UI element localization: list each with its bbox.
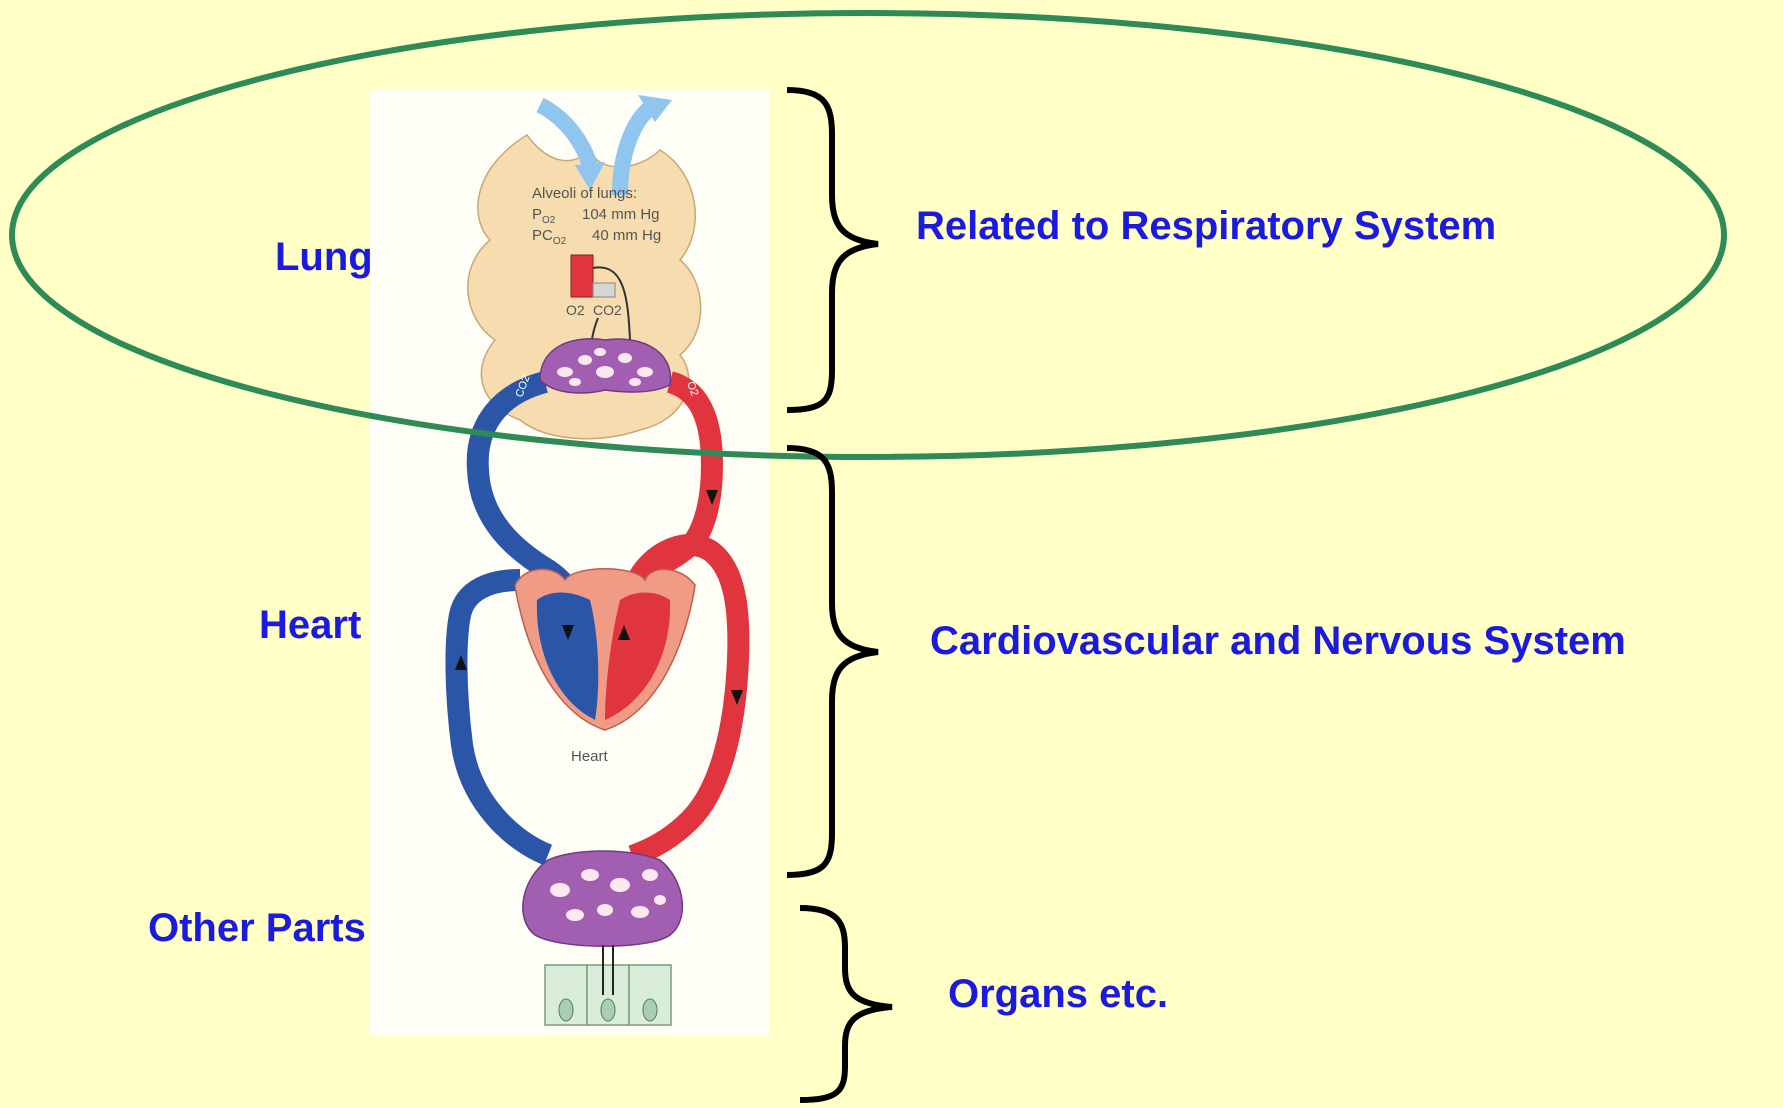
pco2-value: 40 mm Hg [592,227,661,244]
respiratory-system-label: Related to Respiratory System [916,204,1496,249]
other-parts-label: Other Parts [148,906,366,951]
cardiovascular-system-label: Cardiovascular and Nervous System [930,619,1626,664]
co2-pressure-bar [593,283,615,297]
tissue-cells [545,965,671,1025]
co2-label: CO2 [593,302,622,318]
o2-pressure-bar [571,255,593,297]
alveoli-title: Alveoli of lungs: [532,185,637,202]
heart-label: Heart [259,603,361,648]
po2-value: 104 mm Hg [582,206,660,223]
lung-label: Lung [275,235,373,280]
brace-organs [800,908,892,1100]
organs-label: Organs etc. [948,972,1168,1017]
brace-respiratory [787,90,878,410]
heart-caption: Heart [571,748,609,765]
o2-label: O2 [566,302,585,318]
brace-cardiovascular [787,448,878,875]
lung-capillary-bed [540,339,670,393]
